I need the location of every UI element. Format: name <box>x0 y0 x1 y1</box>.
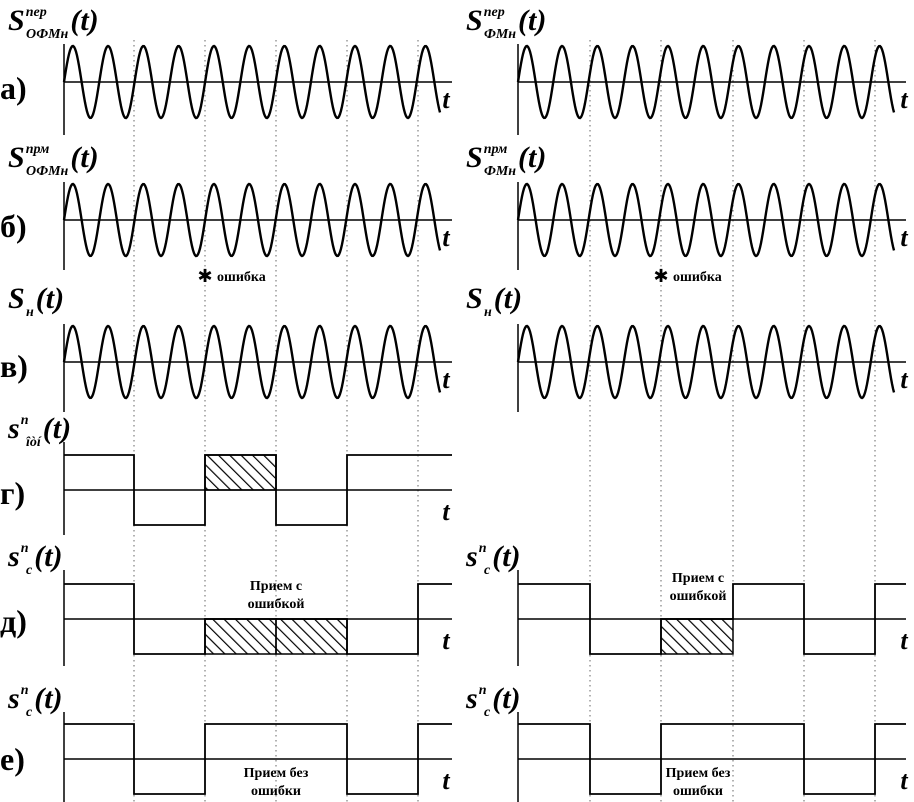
sine-waveform <box>516 324 896 400</box>
square-waveform <box>518 723 906 795</box>
panel-letter: а) <box>0 70 27 106</box>
signal-label: Sн(t) <box>466 282 522 320</box>
time-axis-label: t <box>900 766 908 795</box>
time-axis-label: t <box>900 85 908 114</box>
time-axis-label: t <box>900 626 908 655</box>
square-waveform <box>518 583 906 655</box>
signal-label: Sн(t) <box>8 282 64 320</box>
dotted-time-gridlines <box>133 40 876 802</box>
reception-note: Прием без <box>244 766 309 781</box>
sine-waveform <box>62 182 442 258</box>
time-axis-label: t <box>442 766 450 795</box>
error-marker-icon: ✱ <box>197 266 212 286</box>
square-waveform <box>64 583 452 655</box>
panel-letter: д) <box>0 603 27 639</box>
reception-note: ошибки <box>673 784 723 799</box>
sine-waveform <box>516 182 896 258</box>
time-axis-label: t <box>442 85 450 114</box>
time-axis-label: t <box>442 223 450 252</box>
error-note: ошибка <box>673 270 722 285</box>
error-note: ошибка <box>217 270 266 285</box>
error-hatch-region <box>275 618 348 655</box>
sine-waveform <box>516 44 896 120</box>
panel-letter: б) <box>0 208 27 244</box>
reception-note: Прием с <box>672 571 724 586</box>
time-axis-label: t <box>900 365 908 394</box>
reception-note: ошибкой <box>248 597 305 612</box>
error-hatch-region <box>204 454 277 491</box>
square-waveform <box>64 723 452 795</box>
reception-note: ошибки <box>251 784 301 799</box>
error-hatch-region <box>660 618 734 655</box>
error-marker-icon: ✱ <box>653 266 668 286</box>
time-axis-label: t <box>442 365 450 394</box>
reception-note: Прием без <box>666 766 731 781</box>
error-hatch-region <box>204 618 277 655</box>
time-axis-label: t <box>442 497 450 526</box>
square-waveform <box>64 454 452 526</box>
sine-waveform <box>62 324 442 400</box>
time-axis-label: t <box>900 223 908 252</box>
reception-note: Прием с <box>250 579 302 594</box>
sine-waveform <box>62 44 442 120</box>
panel-letter: в) <box>0 348 28 384</box>
panel-letter: е) <box>0 741 25 777</box>
reception-note: ошибкой <box>670 589 727 604</box>
panel-letter: г) <box>0 475 25 511</box>
time-axis-label: t <box>442 626 450 655</box>
